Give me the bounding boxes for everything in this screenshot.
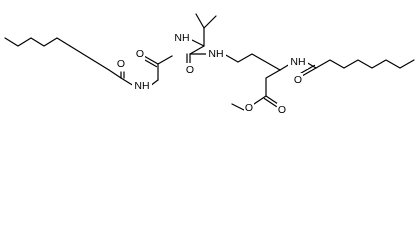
glycine-c-nh-bond	[157, 55, 173, 65]
atom-label-o-glycine-carbonyl: O	[136, 48, 144, 60]
left-amide-c-n-bond	[120, 77, 135, 87]
valine-n-ca-bond	[191, 39, 205, 47]
atom-label-o-valine-carbonyl-backing	[185, 63, 195, 77]
atom-label-nh-valine: NH	[174, 32, 189, 44]
atom-label-nh-decanoyl-right-backing	[288, 55, 308, 69]
atom-label-o-glycine-carbonyl-backing	[135, 47, 145, 61]
atom-label-o-decanoyl-right-backing	[293, 73, 303, 87]
valine-ca-c-bond	[189, 45, 205, 55]
atom-label-o-decanoyl-right: O	[294, 74, 302, 86]
right-decyl-chain	[315, 59, 415, 69]
right-carbonyl-double-bond	[299, 64, 317, 77]
atom-label-o-glycine-amide-backing	[116, 57, 126, 71]
atom-label-o-valine-carbonyl: O	[186, 64, 194, 76]
ester-c-o-bond	[253, 95, 267, 105]
left-carbonyl-double-bond	[120, 71, 125, 79]
bond-lines	[4, 13, 415, 111]
lysine-ca-ester	[265, 69, 281, 97]
left-decyl-chain	[4, 37, 122, 79]
valine-carbonyl-double-bond	[186, 53, 191, 65]
ester-o-ch3-bond	[231, 103, 245, 111]
atom-label-nh-decanoyl-right: NH	[290, 56, 305, 68]
atom-label-nh-decanoyl-left-backing	[132, 79, 152, 93]
ester-carbonyl-double-bond	[263, 95, 279, 108]
atom-label-o-ester-carbonyl-backing	[277, 103, 287, 117]
lysine-side-chain	[223, 53, 281, 71]
atom-label-o-ester-carbonyl: O	[278, 104, 286, 116]
atom-label-nh-lysine-epsilon: NH	[208, 48, 223, 60]
valine-isopropyl	[195, 13, 217, 29]
atom-label-nh-lysine-epsilon-backing	[206, 47, 226, 61]
atom-label-nh-valine-backing	[172, 31, 192, 45]
atom-label-nh-decanoyl-left: NH	[134, 80, 149, 92]
atom-label-o-glycine-amide: O	[117, 58, 125, 70]
atom-label-o-ester-methoxy: O	[245, 102, 253, 114]
atom-label-o-ester-methoxy-backing	[244, 101, 254, 115]
